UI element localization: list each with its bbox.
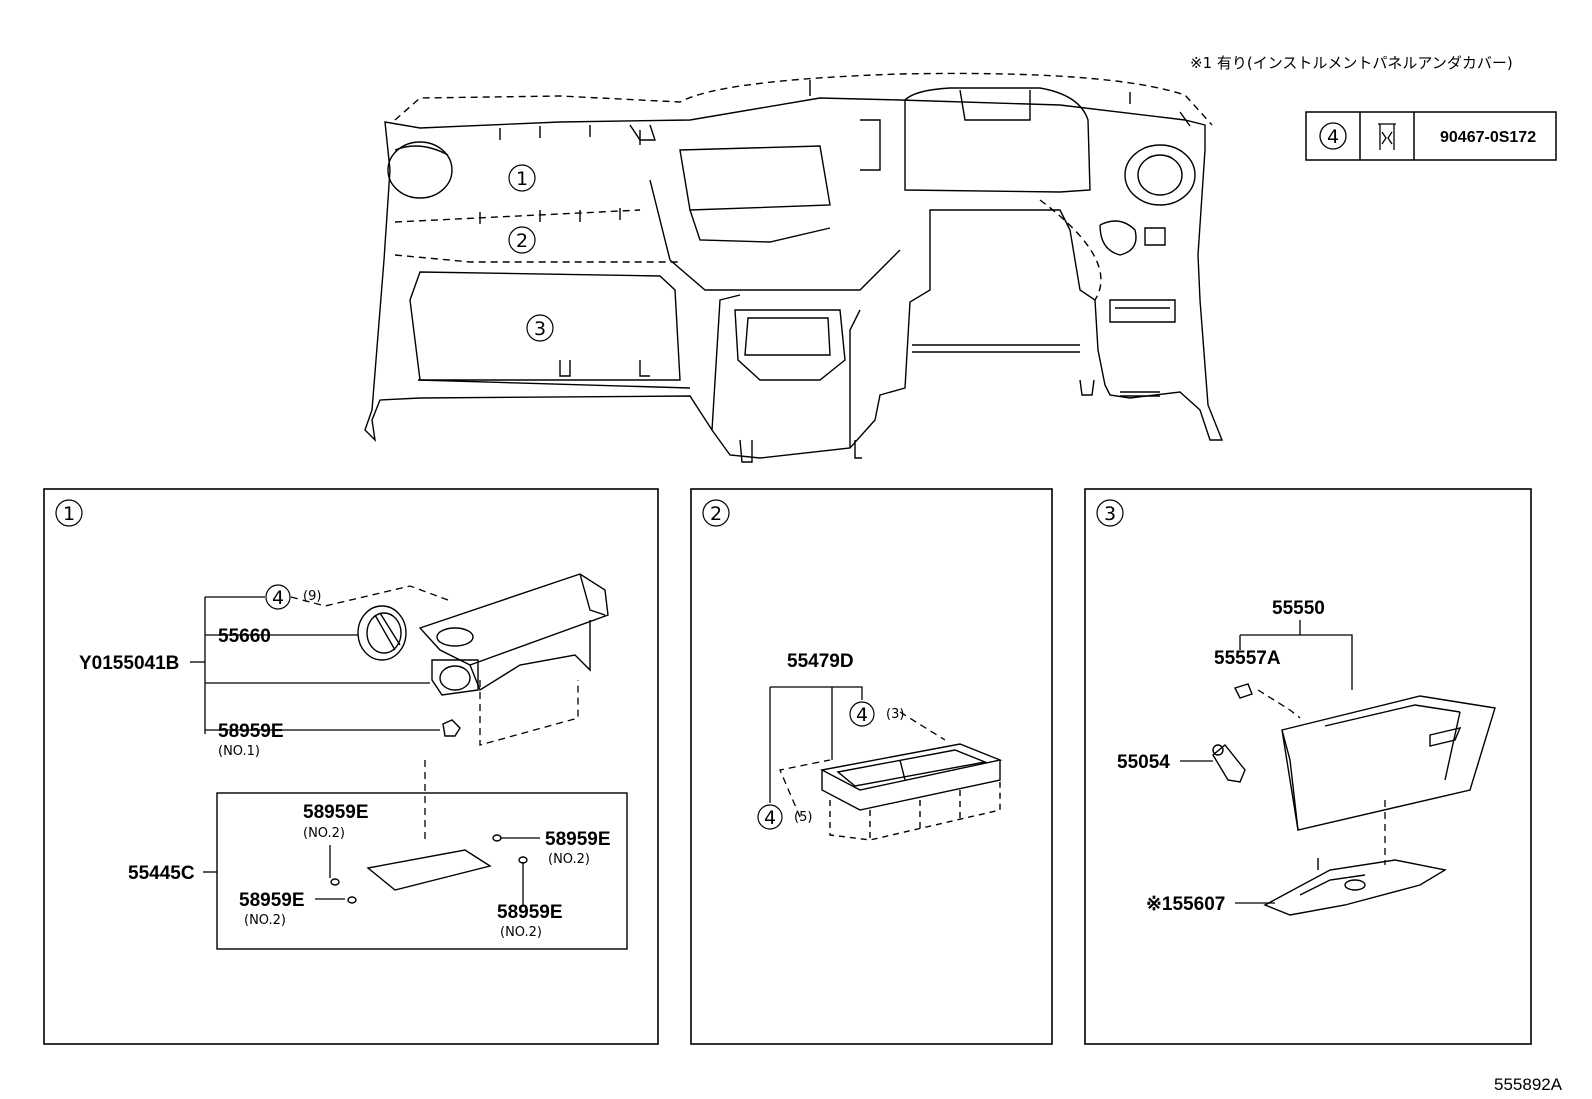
- drawing-number: 555892A: [1494, 1075, 1563, 1094]
- no2-b-label: (NO.2): [548, 852, 590, 867]
- svg-text:3: 3: [534, 318, 546, 340]
- part-55445c-label: 55445C: [128, 863, 195, 884]
- part-55607-label: ※155607: [1146, 894, 1225, 915]
- part-58959e-c-label: 58959E: [239, 890, 305, 911]
- part-58959e-a-label: 58959E: [303, 802, 369, 823]
- panel-3-leaders: [1180, 620, 1386, 904]
- top-note: ※1 有り(インストルメントパネルアンダカバー): [1190, 54, 1513, 72]
- overview-callout-2: 2: [508, 226, 536, 254]
- part-y0155041b-label: Y0155041B: [79, 653, 179, 674]
- overview-callout-3: 3: [526, 314, 554, 342]
- no2-d-label: (NO.2): [500, 925, 542, 940]
- ref-4-callout: 4: [272, 587, 284, 609]
- ref-4-bottom-callout: 4: [764, 807, 776, 829]
- panel-2-labels: 55479D 4 (3) 4 (5): [757, 651, 904, 830]
- svg-text:3: 3: [1104, 503, 1116, 525]
- panel-1-frame: [43, 488, 659, 1045]
- part-55054-label: 55054: [1117, 752, 1170, 773]
- panel-3-labels: 55550 55557A 55054 ※155607: [1117, 598, 1325, 915]
- part-58959e-no1-label: 58959E: [218, 721, 284, 742]
- svg-text:1: 1: [516, 168, 528, 190]
- ref-4-top-callout: 4: [856, 704, 868, 726]
- part-55557a-label: 55557A: [1214, 648, 1281, 669]
- panel-3-parts-drawing: [1212, 683, 1496, 916]
- panel-2-parts-drawing: [819, 743, 1003, 841]
- svg-text:2: 2: [516, 230, 528, 252]
- part-55550-label: 55550: [1272, 598, 1325, 619]
- no2-a-label: (NO.2): [303, 826, 345, 841]
- fastener-part-number: 90467-0S172: [1440, 129, 1536, 146]
- panel-1-badge: 1: [55, 499, 83, 527]
- no1-label: (NO.1): [218, 744, 260, 759]
- dashboard-overview-drawing: [364, 72, 1224, 463]
- panel-1-leaders: [190, 585, 579, 905]
- no2-c-label: (NO.2): [244, 913, 286, 928]
- qty-5-label: (5): [794, 810, 812, 825]
- overview-callout-1: 1: [508, 164, 536, 192]
- panel-1-labels: 4 (9) 55660 Y0155041B 58959E (NO.1) 5544…: [79, 584, 611, 940]
- part-55660-label: 55660: [218, 626, 271, 647]
- panel-3-frame: [1084, 488, 1532, 1045]
- fastener-table: 4 90467-0S172: [1305, 111, 1557, 161]
- panel-3-badge: 3: [1096, 499, 1124, 527]
- part-58959e-d-label: 58959E: [497, 902, 563, 923]
- part-55479d-label: 55479D: [787, 651, 854, 672]
- qty-3-label: (3): [886, 707, 904, 722]
- clip-icon: [1378, 123, 1396, 150]
- panel-1-parts-drawing: [216, 573, 628, 950]
- qty-9-label: (9): [303, 589, 321, 604]
- svg-text:1: 1: [63, 503, 75, 525]
- svg-text:2: 2: [710, 503, 722, 525]
- part-58959e-b-label: 58959E: [545, 829, 611, 850]
- panel-2-leaders: [769, 686, 946, 818]
- panel-2-frame: [690, 488, 1053, 1045]
- fastener-ref-number: 4: [1327, 126, 1339, 148]
- panel-2-badge: 2: [702, 499, 730, 527]
